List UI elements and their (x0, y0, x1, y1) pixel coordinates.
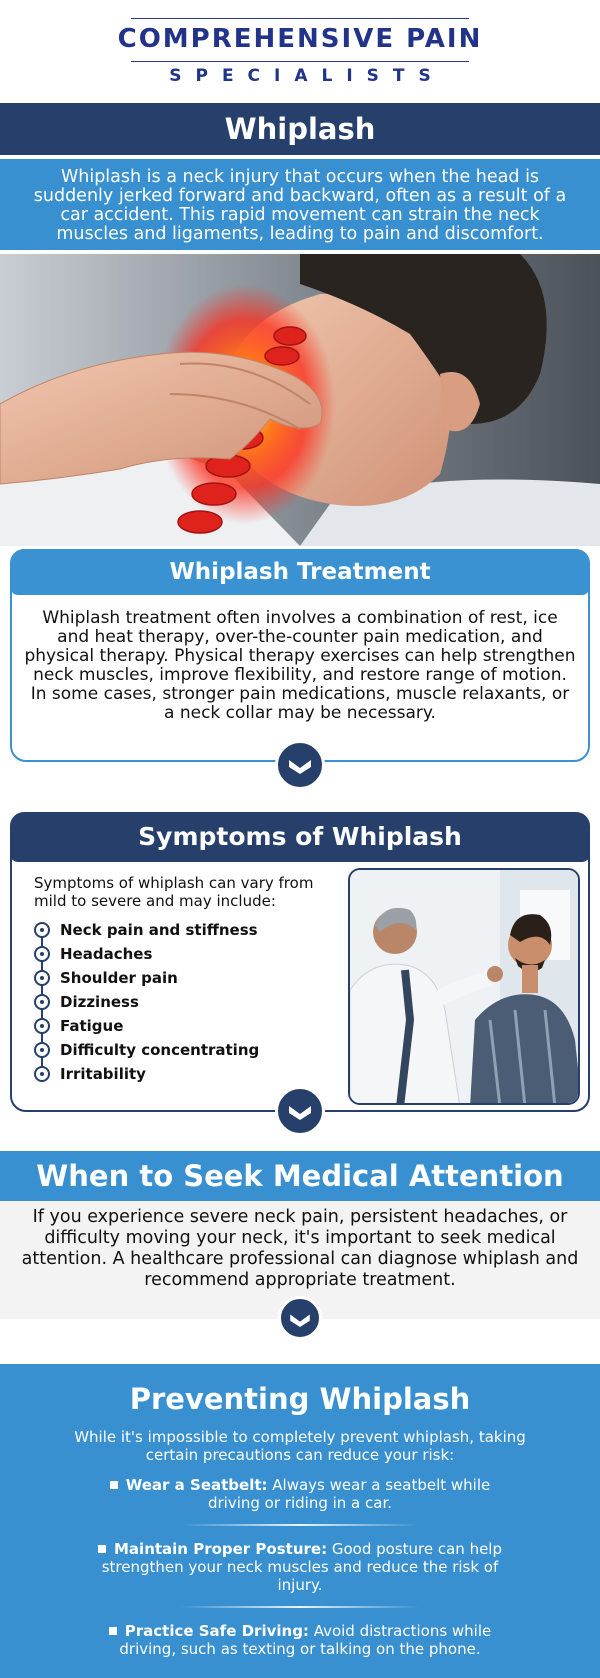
hero-image-neck-pain (0, 254, 600, 546)
list-item: Difficulty concentrating (34, 1041, 259, 1065)
neck-pain-illustration (0, 254, 600, 546)
brand-logo: COMPREHENSIVE PAIN SPECIALISTS (0, 0, 600, 103)
list-bullet-icon (34, 946, 50, 962)
prevention-title: Preventing Whiplash (129, 1382, 471, 1416)
logo-rule-bottom (131, 61, 469, 62)
chevron-down-icon (278, 1296, 322, 1340)
list-item: Dizziness (34, 993, 259, 1017)
list-item: Fatigue (34, 1017, 259, 1041)
square-bullet-icon (98, 1545, 106, 1553)
square-bullet-icon (108, 1627, 117, 1635)
treatment-title: Whiplash Treatment (10, 549, 590, 595)
prevention-item: Wear a Seatbelt: Always wear a seatbelt … (90, 1476, 510, 1512)
list-bullet-icon (34, 1042, 50, 1058)
symptoms-lead: Symptoms of whiplash can vary from mild … (34, 874, 314, 910)
square-bullet-icon (109, 1481, 118, 1489)
divider (180, 1524, 420, 1526)
prevention-lead: While it's impossible to completely prev… (74, 1428, 526, 1464)
prevention-item: Practice Safe Driving: Avoid distraction… (90, 1622, 510, 1658)
list-bullet-icon (34, 1018, 50, 1034)
doctor-examining-patient-image (348, 868, 580, 1105)
list-bullet-icon (34, 1066, 50, 1082)
logo-rule-top (131, 18, 469, 19)
page-title: Whiplash (0, 103, 600, 155)
brand-subtitle: SPECIALISTS (169, 66, 445, 86)
list-bullet-icon (34, 994, 50, 1010)
treatment-text: Whiplash treatment often involves a comb… (24, 608, 576, 723)
divider (180, 1606, 420, 1608)
list-item: Headaches (34, 945, 259, 969)
list-bullet-icon (34, 922, 50, 938)
prevention-item: Maintain Proper Posture: Good posture ca… (90, 1540, 510, 1594)
symptoms-title: Symptoms of Whiplash (10, 812, 590, 862)
seek-attention-title: When to Seek Medical Attention (0, 1151, 600, 1201)
list-bullet-icon (34, 970, 50, 986)
list-item: Shoulder pain (34, 969, 259, 993)
chevron-down-icon (275, 740, 325, 790)
symptoms-list: Neck pain and stiffness Headaches Should… (34, 921, 259, 1089)
intro-section: Whiplash is a neck injury that occurs wh… (0, 155, 600, 254)
brand-name: COMPREHENSIVE PAIN (117, 24, 483, 54)
intro-text: Whiplash is a neck injury that occurs wh… (0, 159, 600, 250)
list-item: Irritability (34, 1065, 259, 1089)
prevention-section: Preventing Whiplash While it's impossibl… (0, 1364, 600, 1678)
treatment-card: Whiplash Treatment Whiplash treatment of… (10, 549, 590, 762)
symptoms-card: Symptoms of Whiplash Symptoms of whiplas… (10, 812, 590, 1112)
list-item: Neck pain and stiffness (34, 921, 259, 945)
chevron-down-icon (275, 1086, 325, 1136)
